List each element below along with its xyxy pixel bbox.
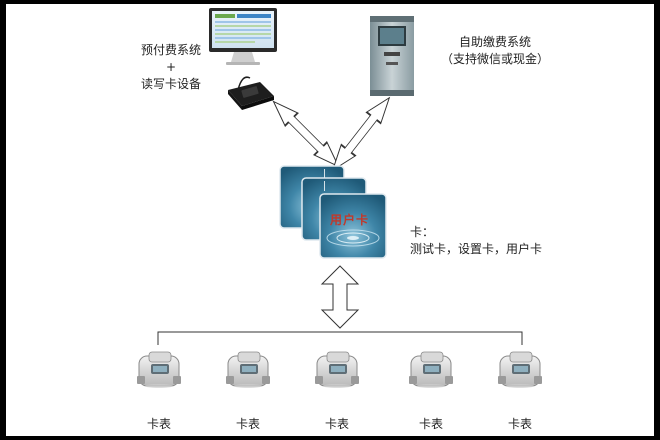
water-card-icon [279, 165, 387, 259]
computer-with-card-reader-icon [209, 8, 277, 110]
card-water-meter-icon [409, 351, 453, 388]
card-types-list: 测试卡，设置卡，用户卡 [410, 242, 543, 256]
meter-label: 卡表 [507, 417, 532, 431]
meter-label: 卡表 [324, 417, 349, 431]
selfservice-line2: （支持微信或现金） [440, 52, 549, 66]
prepaid-line2: 读写卡设备 [140, 77, 201, 91]
payment-kiosk-icon [370, 16, 414, 96]
diagram-graphics [137, 8, 542, 388]
selfservice-line1: 自助缴费系统 [458, 35, 531, 49]
card-water-meter-icon [226, 351, 270, 388]
card-water-meter-icons [137, 351, 542, 388]
double-arrow-kiosk-to-cards [331, 96, 391, 172]
card-face-label: 用户卡 [330, 213, 370, 227]
meter-label: 卡表 [146, 417, 171, 431]
card-water-meter-icon [137, 351, 181, 388]
double-arrow-prepaid-to-cards [272, 100, 340, 168]
meter-label: 卡表 [418, 417, 443, 431]
diagram-canvas: 预付费系统 + 读写卡设备 自助缴费系统 （支持微信或现金） 用户卡 卡： 测试… [6, 4, 654, 436]
prepaid-line1: 预付费系统 [140, 43, 201, 57]
card-types-title: 卡： [410, 225, 435, 239]
double-arrow-cards-to-meters [320, 265, 360, 329]
selfservice-system-label: 自助缴费系统 （支持微信或现金） [430, 34, 560, 68]
card-water-meter-icon [498, 351, 542, 388]
card-water-meter-icon [315, 351, 359, 388]
card-types-label: 卡： 测试卡，设置卡，用户卡 [410, 224, 542, 258]
prepaid-system-label: 预付费系统 + 读写卡设备 [136, 42, 206, 93]
meter-distribution-bracket [157, 331, 523, 345]
meter-label: 卡表 [235, 417, 260, 431]
prepaid-plus: + [165, 60, 177, 74]
